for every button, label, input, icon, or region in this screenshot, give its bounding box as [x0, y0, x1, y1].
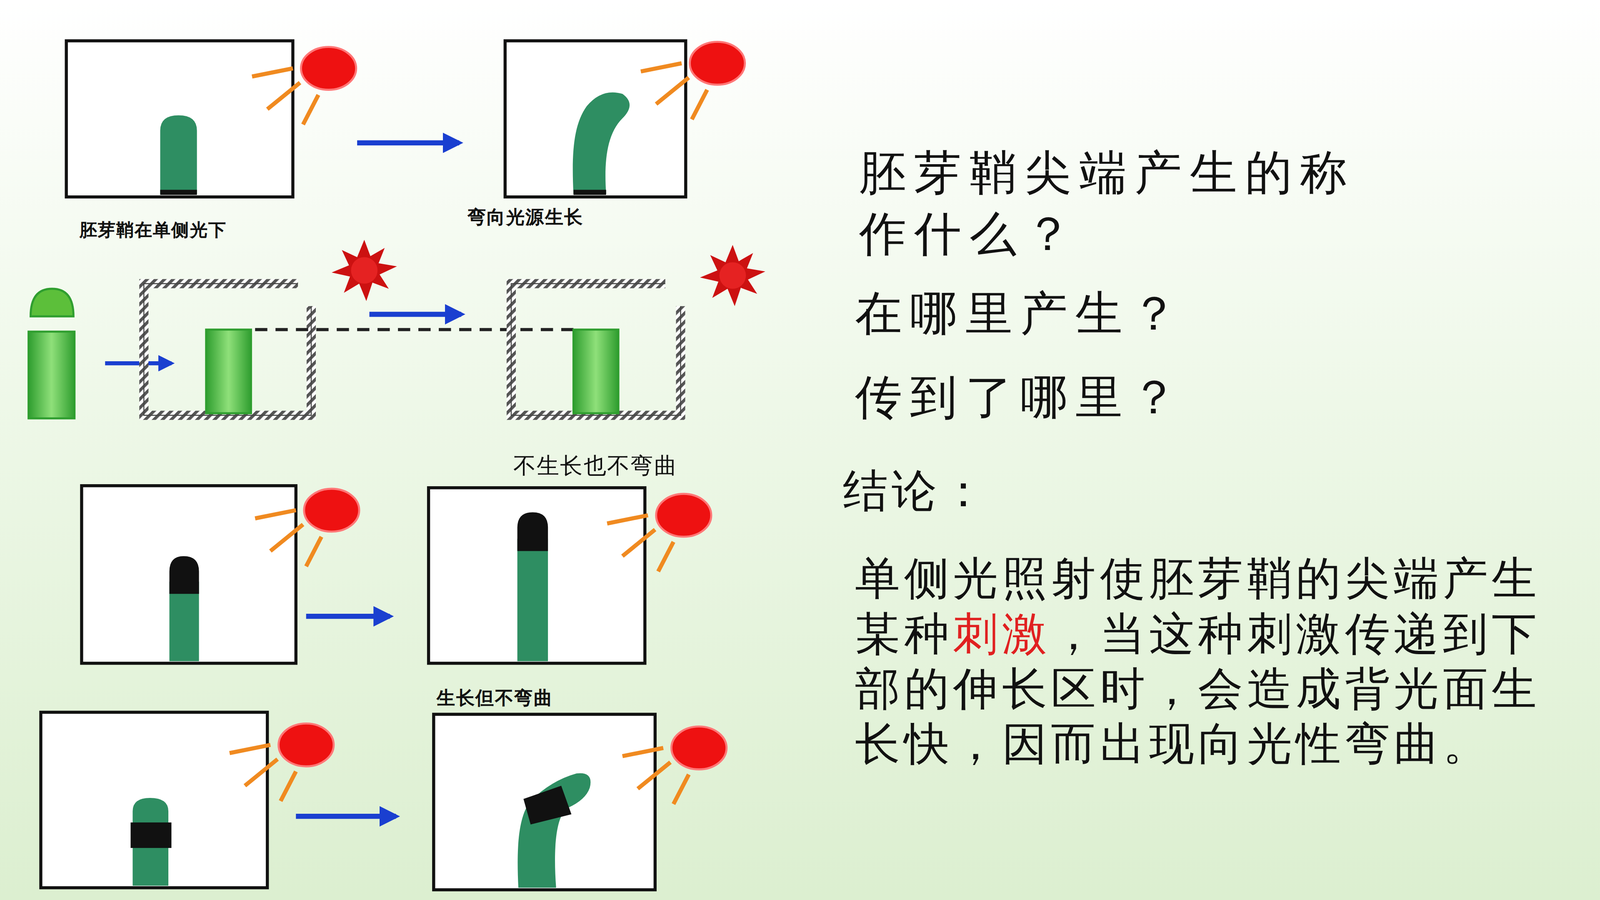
- caption: 生长但不弯曲: [436, 685, 662, 710]
- emphasis: 刺激: [952, 607, 1051, 660]
- caption: 胚芽鞘在单侧光下: [79, 218, 315, 241]
- conclusion-text: 单侧光照射使胚芽鞘的尖端产生某种刺激，当这种刺激传递到下部的伸长区时，会造成背光…: [855, 550, 1570, 772]
- question: 胚芽鞘尖端产生的称作什么？: [859, 142, 1400, 265]
- caption: 不生长也不弯曲: [513, 452, 769, 482]
- question: 在哪里产生？: [855, 283, 1427, 345]
- caption: 弯向光源生长: [467, 205, 682, 229]
- heading: 结论：: [842, 461, 1150, 520]
- question: 传到了哪里？: [855, 367, 1427, 429]
